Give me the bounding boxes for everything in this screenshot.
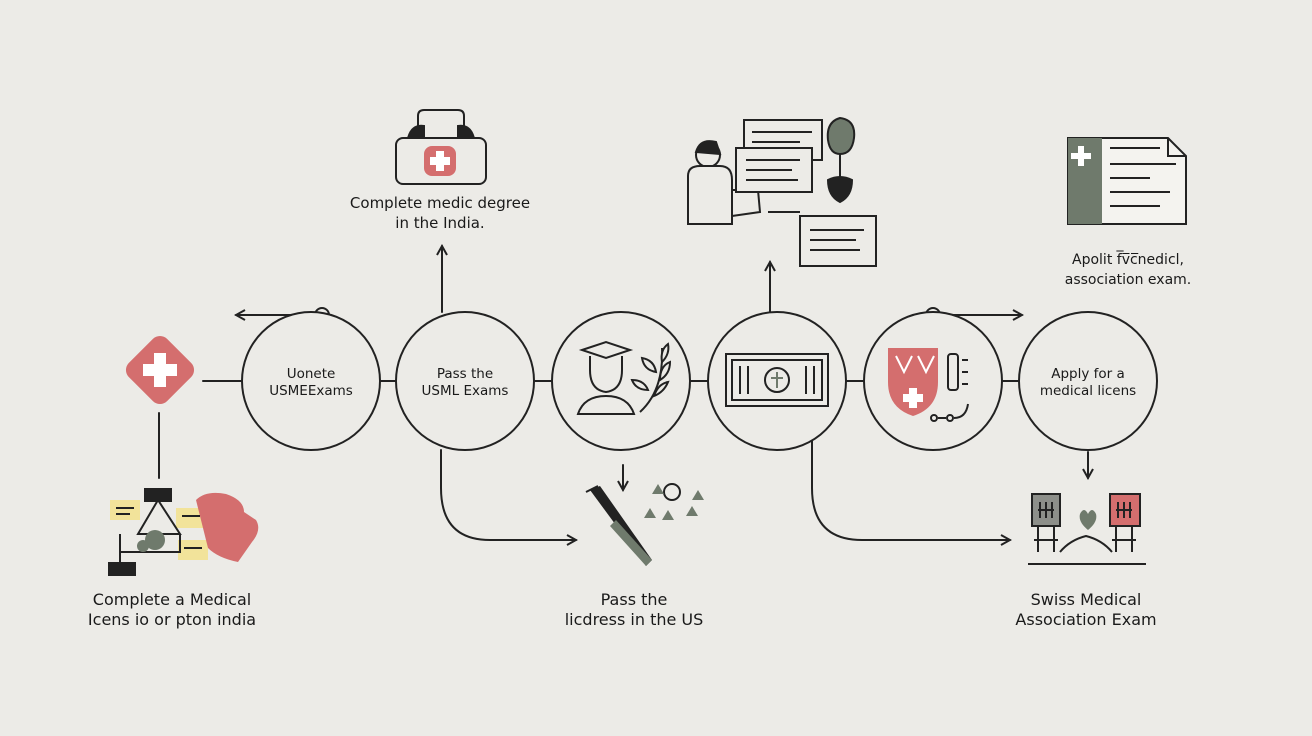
caption-top-right: Apolit f̅v̅c̅nedicl, association exam. xyxy=(1065,250,1192,290)
caption-bottom-right: Swiss Medical Association Exam xyxy=(1015,590,1156,630)
step-circle-1 xyxy=(241,311,381,451)
step-circle-2-label: Pass the USML Exams xyxy=(422,366,509,400)
caption-line: Apolit f̅v̅c̅nedicl, xyxy=(1072,252,1184,268)
step-label-line: Apply for a xyxy=(1051,366,1125,382)
caption-line: Complete medic degree xyxy=(349,194,531,212)
caption-top-left: Complete medic degree in the India. xyxy=(350,193,530,233)
caption-line: in the India. xyxy=(395,214,485,232)
caption-bottom-left: Complete a Medical Icens io or pton indi… xyxy=(88,590,256,630)
curved-arrow xyxy=(811,439,1010,540)
step-circle-1-label: Uonete USMEExams xyxy=(269,366,353,400)
caption-line: licdress in the US xyxy=(564,610,704,629)
step-label-line: USML Exams xyxy=(421,383,509,399)
caption-bottom-center: Pass the licdress in the US xyxy=(565,590,704,630)
step-circle-2 xyxy=(395,311,535,451)
two-figures-heart-icon xyxy=(1028,493,1146,565)
step-label-line: USMEExams xyxy=(269,383,353,399)
sticky-notes-flowchart-icon xyxy=(108,488,259,576)
person-with-documents-icon xyxy=(687,116,877,267)
caption-line: Association Exam xyxy=(1015,610,1157,629)
curved-arrow xyxy=(440,449,576,540)
medical-bag-icon xyxy=(395,109,487,185)
decorative-shapes xyxy=(644,483,704,520)
certificate-seal-icon xyxy=(725,353,829,407)
step-circle-6-label: Apply for a medical licens xyxy=(1040,366,1136,400)
caption-line: association exam. xyxy=(1064,272,1192,288)
medical-cross-diamond-icon xyxy=(125,335,195,405)
step-label-line: medical licens xyxy=(1039,383,1137,399)
medical-document-icon xyxy=(1067,137,1187,225)
scalpel-icon xyxy=(585,485,652,566)
caption-line: Swiss Medical xyxy=(1030,590,1142,609)
graduate-with-laurel-icon xyxy=(576,340,672,415)
step-label-line: Pass the xyxy=(436,366,494,382)
step-label-line: Uonete xyxy=(286,366,336,382)
shield-cross-icon xyxy=(888,348,969,422)
caption-line: Pass the xyxy=(600,590,668,609)
step-circle-6 xyxy=(1018,311,1158,451)
caption-line: Complete a Medical xyxy=(92,590,252,609)
caption-line: Icens io or pton india xyxy=(87,610,257,629)
